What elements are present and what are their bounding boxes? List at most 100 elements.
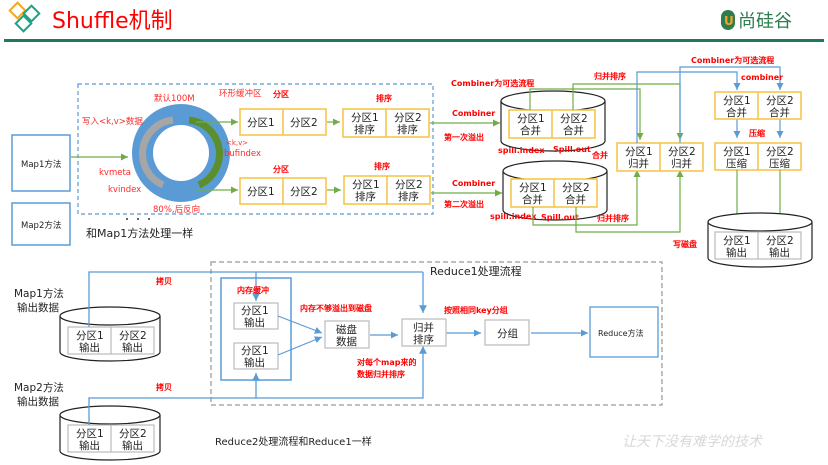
buffer-cell-1: 分区1 输出: [233, 302, 279, 330]
svg-text:分区2: 分区2: [766, 146, 794, 158]
svg-text:输出数据: 输出数据: [17, 395, 59, 408]
svg-text:写入<k,v>数据: 写入<k,v>数据: [82, 116, 143, 127]
svg-text:第一次溢出: 第一次溢出: [444, 132, 484, 142]
svg-text:输出: 输出: [769, 246, 790, 259]
group-box: 分组: [484, 319, 530, 346]
svg-text:分区1: 分区1: [519, 182, 547, 194]
svg-text:输出: 输出: [79, 439, 100, 452]
svg-text:分区2: 分区2: [290, 117, 318, 129]
svg-text:按照相同key分组: 按照相同key分组: [444, 305, 508, 315]
svg-text:写磁盘: 写磁盘: [673, 239, 697, 249]
svg-text:对每个map来的: 对每个map来的: [357, 357, 416, 367]
svg-text:拷贝: 拷贝: [156, 276, 172, 286]
svg-text:spill.index: spill.index: [490, 212, 537, 221]
write-arrow-icon: [139, 116, 174, 189]
svg-text:spill.index: spill.index: [498, 146, 545, 155]
svg-text:输出: 输出: [79, 341, 100, 354]
svg-text:合并: 合并: [769, 106, 790, 119]
svg-text:分区: 分区: [273, 164, 289, 174]
svg-text:排序: 排序: [398, 190, 419, 203]
svg-text:分区1: 分区1: [247, 117, 275, 129]
svg-text:分区2: 分区2: [290, 186, 318, 198]
map2-box: [11, 202, 71, 246]
reduce1-boundary: [210, 261, 663, 406]
svg-text:压缩: 压缩: [749, 128, 765, 138]
svg-text:合并: 合并: [520, 124, 541, 137]
reverse-arrow-icon: [188, 116, 223, 189]
svg-text:分区1: 分区1: [351, 112, 379, 124]
brand-mark-icon: [721, 10, 735, 30]
output-disk: 分区1 输出 分区2 输出: [707, 212, 813, 268]
svg-text:归并排序: 归并排序: [594, 71, 626, 81]
brand-logo: U 尚硅谷: [721, 10, 792, 32]
svg-text:数据: 数据: [336, 335, 357, 348]
svg-text:分区1: 分区1: [723, 95, 751, 107]
memory-buffer: [220, 277, 292, 381]
svg-text:分区2: 分区2: [766, 95, 794, 107]
svg-text:输出: 输出: [122, 341, 143, 354]
svg-text:排序: 排序: [374, 161, 390, 171]
svg-text:<k,v>: <k,v>: [226, 139, 248, 147]
merge-sort-box: 归并 排序: [401, 318, 447, 347]
svg-text:合并: 合并: [522, 193, 543, 206]
svg-text:分区2: 分区2: [668, 146, 696, 158]
svg-text:输出: 输出: [244, 316, 265, 329]
reduce-method-box: Reduce方法: [589, 306, 659, 358]
svg-text:分区1: 分区1: [625, 146, 653, 158]
svg-text:输出: 输出: [122, 439, 143, 452]
svg-text:输出: 输出: [244, 356, 265, 369]
svg-text:分区2: 分区2: [766, 235, 794, 247]
svg-text:归并排序: 归并排序: [597, 213, 629, 223]
svg-text:分组: 分组: [497, 327, 518, 340]
reduce2-note: Reduce2处理流程和Reduce1一样: [215, 435, 372, 448]
svg-text:内存缓冲: 内存缓冲: [237, 285, 269, 295]
svg-text:分区2: 分区2: [394, 112, 422, 124]
svg-text:combiner: combiner: [741, 73, 783, 82]
svg-text:分区1: 分区1: [76, 428, 104, 440]
svg-text:归并: 归并: [628, 157, 649, 170]
svg-text:磁盘: 磁盘: [336, 323, 357, 336]
svg-text:默认100M: 默认100M: [154, 93, 195, 104]
compressed-partitions: 分区1 压缩 分区2 压缩: [714, 142, 802, 171]
svg-text:压缩: 压缩: [769, 157, 790, 170]
map1-output-disk: 分区1 输出 分区2 输出: [59, 306, 161, 362]
map-task-boundary: [77, 83, 434, 215]
svg-text:分区2: 分区2: [119, 330, 147, 342]
ellipsis-dots: [126, 218, 150, 220]
svg-text:Spill.out: Spill.out: [553, 145, 591, 154]
svg-text:分区2: 分区2: [119, 428, 147, 440]
buffer-cell-2: 分区1 输出: [233, 342, 279, 370]
partition-row-1: 分区1 分区2: [239, 108, 327, 136]
svg-text:数据归并排序: 数据归并排序: [357, 369, 405, 379]
svg-text:分区2: 分区2: [562, 182, 590, 194]
svg-text:分区: 分区: [273, 89, 289, 99]
svg-text:Map2方法: Map2方法: [21, 220, 61, 231]
svg-text:排序: 排序: [376, 93, 392, 103]
svg-text:分区1: 分区1: [247, 186, 275, 198]
page-title: Shuffle机制: [52, 9, 173, 34]
svg-text:排序: 排序: [354, 123, 375, 136]
svg-text:分区1: 分区1: [352, 179, 380, 191]
ring-buffer: [132, 104, 230, 202]
combined-partitions: 分区1 合并 分区2 合并: [714, 91, 802, 120]
spill-disk-2: 分区1 合并 分区2 合并: [502, 160, 608, 221]
svg-text:U: U: [724, 14, 734, 28]
svg-text:Map1方法: Map1方法: [14, 287, 64, 300]
svg-text:分区1: 分区1: [241, 345, 269, 357]
partition-row-2: 分区1 分区2: [239, 177, 327, 205]
svg-text:Map2方法: Map2方法: [14, 381, 64, 394]
svg-text:bufindex: bufindex: [224, 149, 261, 159]
sorted-row-1: 分区1 排序 分区2 排序: [342, 108, 430, 138]
svg-text:80%,后反向: 80%,后反向: [153, 204, 200, 215]
map2-note: 和Map1方法处理一样: [86, 226, 193, 240]
svg-text:Combiner: Combiner: [452, 179, 495, 188]
svg-text:归并: 归并: [671, 157, 692, 170]
map2-output-disk: 分区1 输出 分区2 输出: [59, 405, 161, 461]
svg-text:分区2: 分区2: [395, 179, 423, 191]
brand-name: 尚硅谷: [738, 11, 792, 32]
sorted-row-2: 分区1 排序 分区2 排序: [343, 175, 431, 205]
svg-text:合并: 合并: [563, 124, 584, 137]
ring-buffer-label: 环形缓冲区: [219, 88, 262, 99]
svg-text:kvindex: kvindex: [108, 185, 141, 195]
